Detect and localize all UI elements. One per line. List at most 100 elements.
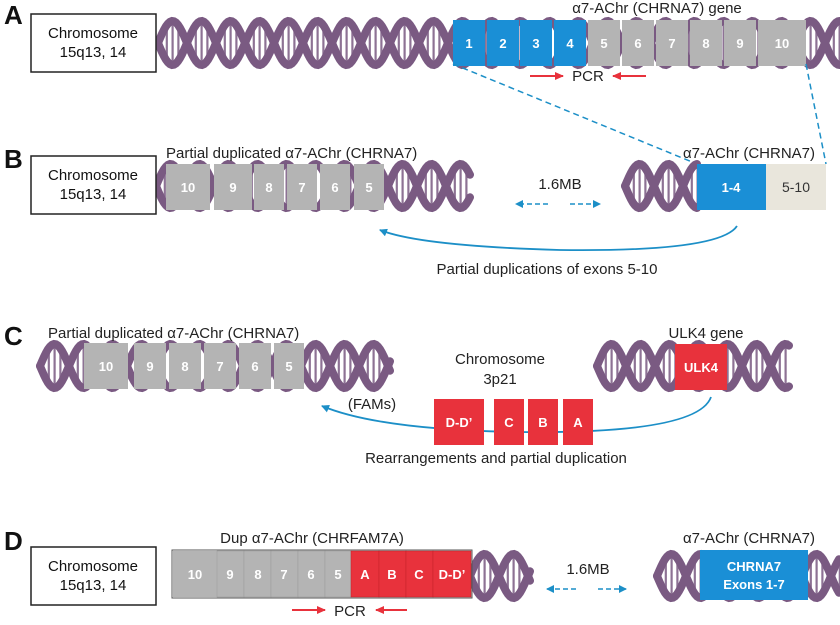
block-exons-5-10: 5-10 bbox=[766, 164, 826, 210]
svg-text:5: 5 bbox=[365, 180, 372, 195]
dup-exon-10: 10 bbox=[166, 164, 210, 210]
c-exon-10: 10 bbox=[84, 343, 128, 389]
svg-text:10: 10 bbox=[188, 567, 202, 582]
d-exon-c: C bbox=[405, 550, 434, 598]
svg-text:5: 5 bbox=[334, 567, 341, 582]
d-exon-7: 7 bbox=[270, 550, 299, 598]
chrfam7a-frame bbox=[171, 549, 473, 599]
distance-label-b: 1.6MB bbox=[538, 176, 581, 193]
dna-strand-2 bbox=[466, 549, 534, 603]
svg-text:6: 6 bbox=[307, 567, 314, 582]
block-exons-1-4: 1-4 bbox=[697, 164, 766, 210]
gene-label-a: α7-AChr (CHRNA7) gene bbox=[572, 0, 742, 17]
exon-10: 10 bbox=[758, 20, 806, 66]
svg-text:B: B bbox=[538, 415, 547, 430]
c-exon-7: 7 bbox=[204, 343, 236, 389]
chromosome-label-b-line1: Chromosome bbox=[48, 167, 138, 184]
distance-label-d: 1.6MB bbox=[566, 561, 609, 578]
d-exon-10: 10 bbox=[173, 551, 217, 597]
svg-text:8: 8 bbox=[265, 180, 272, 195]
svg-text:B: B bbox=[387, 567, 396, 582]
exon-1: 1 bbox=[453, 20, 485, 66]
ulk4-block: ULK4 bbox=[675, 344, 727, 390]
panel-b-letter: B bbox=[4, 144, 23, 174]
svg-text:8: 8 bbox=[254, 567, 261, 582]
chromosome-label-a-line1: Chromosome bbox=[48, 25, 138, 42]
d-exon-5: 5 bbox=[324, 550, 352, 598]
svg-text:D-D’: D-D’ bbox=[446, 415, 473, 430]
svg-text:5: 5 bbox=[285, 359, 292, 374]
dna-strand-2 bbox=[621, 159, 701, 213]
exon-6: 6 bbox=[622, 20, 654, 66]
svg-text:7: 7 bbox=[298, 180, 305, 195]
panel-d-letter: D bbox=[4, 526, 23, 556]
svg-text:ULK4: ULK4 bbox=[684, 360, 719, 375]
svg-text:CHRNA7: CHRNA7 bbox=[727, 559, 781, 574]
dna-helix-d-left bbox=[466, 549, 534, 603]
d-red-exons: A B C D-D’ bbox=[350, 550, 472, 598]
d-exon-9: 9 bbox=[216, 550, 245, 598]
svg-text:1: 1 bbox=[465, 36, 472, 51]
svg-text:6: 6 bbox=[251, 359, 258, 374]
svg-text:9: 9 bbox=[229, 180, 236, 195]
svg-text:8: 8 bbox=[702, 36, 709, 51]
dup-exon-row-c: 10 9 8 7 6 5 bbox=[84, 343, 304, 389]
c-exon-5: 5 bbox=[274, 343, 304, 389]
svg-text:6: 6 bbox=[634, 36, 641, 51]
svg-text:4: 4 bbox=[566, 36, 574, 51]
c-exon-8: 8 bbox=[169, 343, 201, 389]
dup-label-d: Dup α7-AChr (CHRFAM7A) bbox=[220, 530, 404, 547]
chromosome-label-d-line1: Chromosome bbox=[48, 558, 138, 575]
svg-text:6: 6 bbox=[331, 180, 338, 195]
arc-label-b: Partial duplications of exons 5-10 bbox=[437, 261, 658, 278]
panel-d: D Chromosome 15q13, 14 Dup α7-AChr (CHRF… bbox=[4, 526, 840, 620]
svg-text:9: 9 bbox=[146, 359, 153, 374]
d-exon-a: A bbox=[350, 550, 380, 598]
svg-text:A: A bbox=[573, 415, 583, 430]
exon-row-a: 1 2 3 4 5 6 7 8 9 10 bbox=[453, 20, 806, 66]
svg-text:10: 10 bbox=[99, 359, 113, 374]
c-exon-9: 9 bbox=[134, 343, 166, 389]
svg-text:C: C bbox=[414, 567, 424, 582]
svg-text:5: 5 bbox=[600, 36, 607, 51]
chromosome-box-b bbox=[30, 155, 157, 215]
panel-b: B Chromosome 15q13, 14 Partial duplicate… bbox=[4, 144, 826, 278]
svg-text:7: 7 bbox=[668, 36, 675, 51]
svg-text:2: 2 bbox=[499, 36, 506, 51]
fams-label: (FAMs) bbox=[348, 396, 396, 413]
rearr-label-c: Rearrangements and partial duplication bbox=[365, 450, 627, 467]
d-exon-6: 6 bbox=[297, 550, 326, 598]
dup-exon-8: 8 bbox=[254, 164, 284, 210]
svg-text:Exons 1-7: Exons 1-7 bbox=[723, 577, 784, 592]
svg-text:10: 10 bbox=[181, 180, 195, 195]
rearr-exon-row-c: D-D’ C B A bbox=[434, 399, 593, 445]
svg-text:10: 10 bbox=[775, 36, 789, 51]
svg-text:3: 3 bbox=[532, 36, 539, 51]
dup-exon-5: 5 bbox=[354, 164, 384, 210]
panel-c: C Partial duplicated α7-AChr (CHRNA7) 10… bbox=[4, 321, 793, 467]
rearr-exon-c: C bbox=[494, 399, 524, 445]
exon-8: 8 bbox=[690, 20, 722, 66]
svg-text:D-D’: D-D’ bbox=[439, 567, 466, 582]
gene-label-d: α7-AChr (CHRNA7) bbox=[683, 530, 815, 547]
chromosome-label-c-line2: 3p21 bbox=[483, 371, 516, 388]
d-exon-8: 8 bbox=[243, 550, 272, 598]
rearr-exon-b: B bbox=[528, 399, 558, 445]
projection-line-left bbox=[452, 63, 698, 165]
svg-text:C: C bbox=[504, 415, 514, 430]
dup-exon-row-b: 10 9 8 7 6 5 bbox=[166, 164, 384, 210]
panel-a: A Chromosome 15q13, 14 α7-AChr (CHRNA7) … bbox=[4, 0, 840, 85]
gene-label-b: α7-AChr (CHRNA7) bbox=[683, 145, 815, 162]
exon-3: 3 bbox=[520, 20, 552, 66]
rearr-exon-d-d: D-D’ bbox=[434, 399, 484, 445]
svg-text:1-4: 1-4 bbox=[722, 180, 742, 195]
svg-text:5-10: 5-10 bbox=[782, 179, 810, 195]
c-exon-6: 6 bbox=[239, 343, 271, 389]
chromosome-label-a-line2: 15q13, 14 bbox=[60, 44, 127, 61]
ulk4-gene-label: ULK4 gene bbox=[668, 325, 743, 342]
exon-5: 5 bbox=[588, 20, 620, 66]
dup-exon-6: 6 bbox=[320, 164, 350, 210]
chromosome-box-d bbox=[30, 546, 157, 606]
svg-text:9: 9 bbox=[736, 36, 743, 51]
